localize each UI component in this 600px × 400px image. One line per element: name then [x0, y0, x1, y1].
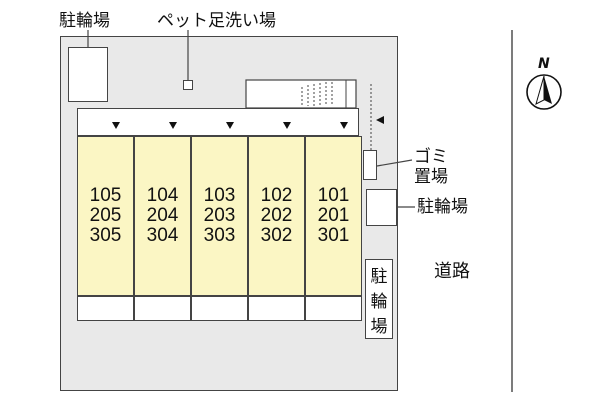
room-number: 103 — [203, 185, 236, 206]
bicycle-parking-area-top — [68, 47, 108, 102]
bicycle-parking-area-right — [366, 189, 397, 226]
room-number: 305 — [89, 225, 122, 246]
bicycle-parking-label-right: 駐輪場 — [417, 197, 468, 217]
vertical-char: 輪 — [370, 292, 388, 312]
vertical-char: 場 — [370, 317, 388, 337]
garbage-area — [363, 150, 377, 180]
entrance-arrow — [340, 122, 348, 129]
balcony-cell — [248, 296, 305, 321]
entrance-arrow — [169, 122, 177, 129]
pet-footwash-marker — [183, 80, 193, 90]
compass-north-label: N — [538, 56, 550, 72]
entrance-arrow — [226, 122, 234, 129]
room-number: 105 — [89, 185, 122, 206]
compass-icon — [526, 74, 562, 110]
garbage-label-line1: ゴミ — [414, 147, 448, 167]
pet-footwash-label: ペット足洗い場 — [157, 11, 276, 31]
room-number: 205 — [89, 205, 122, 226]
balcony-cell — [134, 296, 191, 321]
garbage-label-line2: 置場 — [414, 167, 448, 187]
room-number: 202 — [260, 205, 293, 226]
balcony-cell — [77, 296, 134, 321]
bicycle-parking-label-top: 駐輪場 — [59, 11, 110, 31]
room-number: 301 — [317, 225, 350, 246]
entrance-arrow — [112, 122, 120, 129]
vertical-char: 駐 — [370, 267, 388, 287]
room-number: 104 — [146, 185, 179, 206]
balcony-cell — [191, 296, 248, 321]
room-number: 102 — [260, 185, 293, 206]
balcony-cell — [305, 296, 362, 321]
room-number: 101 — [317, 185, 350, 206]
room-number: 203 — [203, 205, 236, 226]
room-number: 303 — [203, 225, 236, 246]
corridor-strip — [77, 108, 359, 136]
room-number: 302 — [260, 225, 293, 246]
room-number: 304 — [146, 225, 179, 246]
entrance-arrow — [283, 122, 291, 129]
bicycle-parking-vertical: 駐 輪 場 — [365, 259, 393, 339]
room-number: 201 — [317, 205, 350, 226]
room-number: 204 — [146, 205, 179, 226]
road-label: 道路 — [434, 261, 470, 282]
